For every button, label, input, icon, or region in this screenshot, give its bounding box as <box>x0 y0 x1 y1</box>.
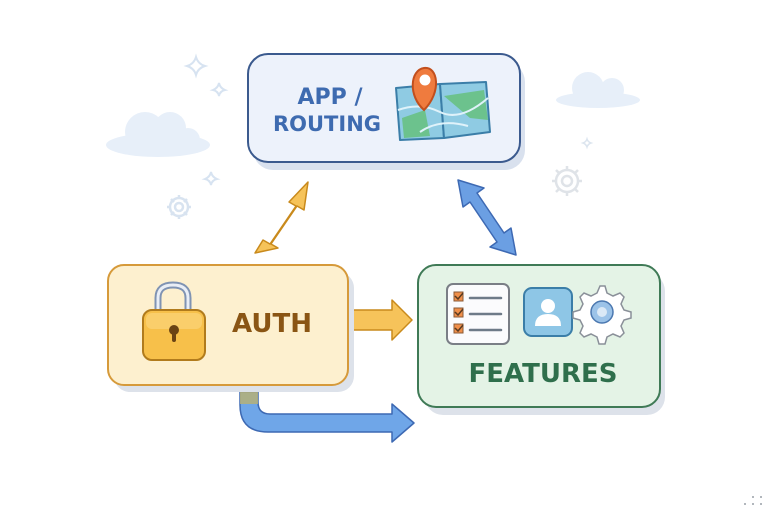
padlock-icon <box>142 281 206 361</box>
node-app-routing[interactable]: APP / ROUTING <box>247 53 525 170</box>
sparkle-icon <box>201 171 221 186</box>
edge-app-features <box>457 179 517 256</box>
sparkle-icon <box>580 136 594 150</box>
watermark-dots <box>744 496 762 505</box>
node-features[interactable]: } FEATURES <box>417 264 665 415</box>
cloud-icon <box>556 72 640 108</box>
sparkle-icon <box>183 53 209 79</box>
edge-auth-features <box>349 299 413 341</box>
sparkle-icon <box>209 82 229 97</box>
user-profile-icon <box>523 287 573 337</box>
map-pin-icon <box>395 66 491 141</box>
node-features-label: FEATURES <box>469 359 618 389</box>
gear-icon <box>552 166 582 196</box>
node-auth[interactable]: AUTH <box>107 264 354 392</box>
checklist-icon: } <box>446 283 510 345</box>
edge-auth-features-elbow <box>239 390 415 443</box>
node-app-routing-line1: APP / <box>298 85 364 110</box>
cloud-icon <box>106 112 210 157</box>
gear-icon <box>167 195 191 219</box>
gear-icon <box>572 285 632 345</box>
node-auth-label: AUTH <box>232 309 312 339</box>
decorations <box>106 53 640 219</box>
node-app-routing-line2: ROUTING <box>273 112 381 136</box>
edge-auth-app <box>254 181 309 254</box>
